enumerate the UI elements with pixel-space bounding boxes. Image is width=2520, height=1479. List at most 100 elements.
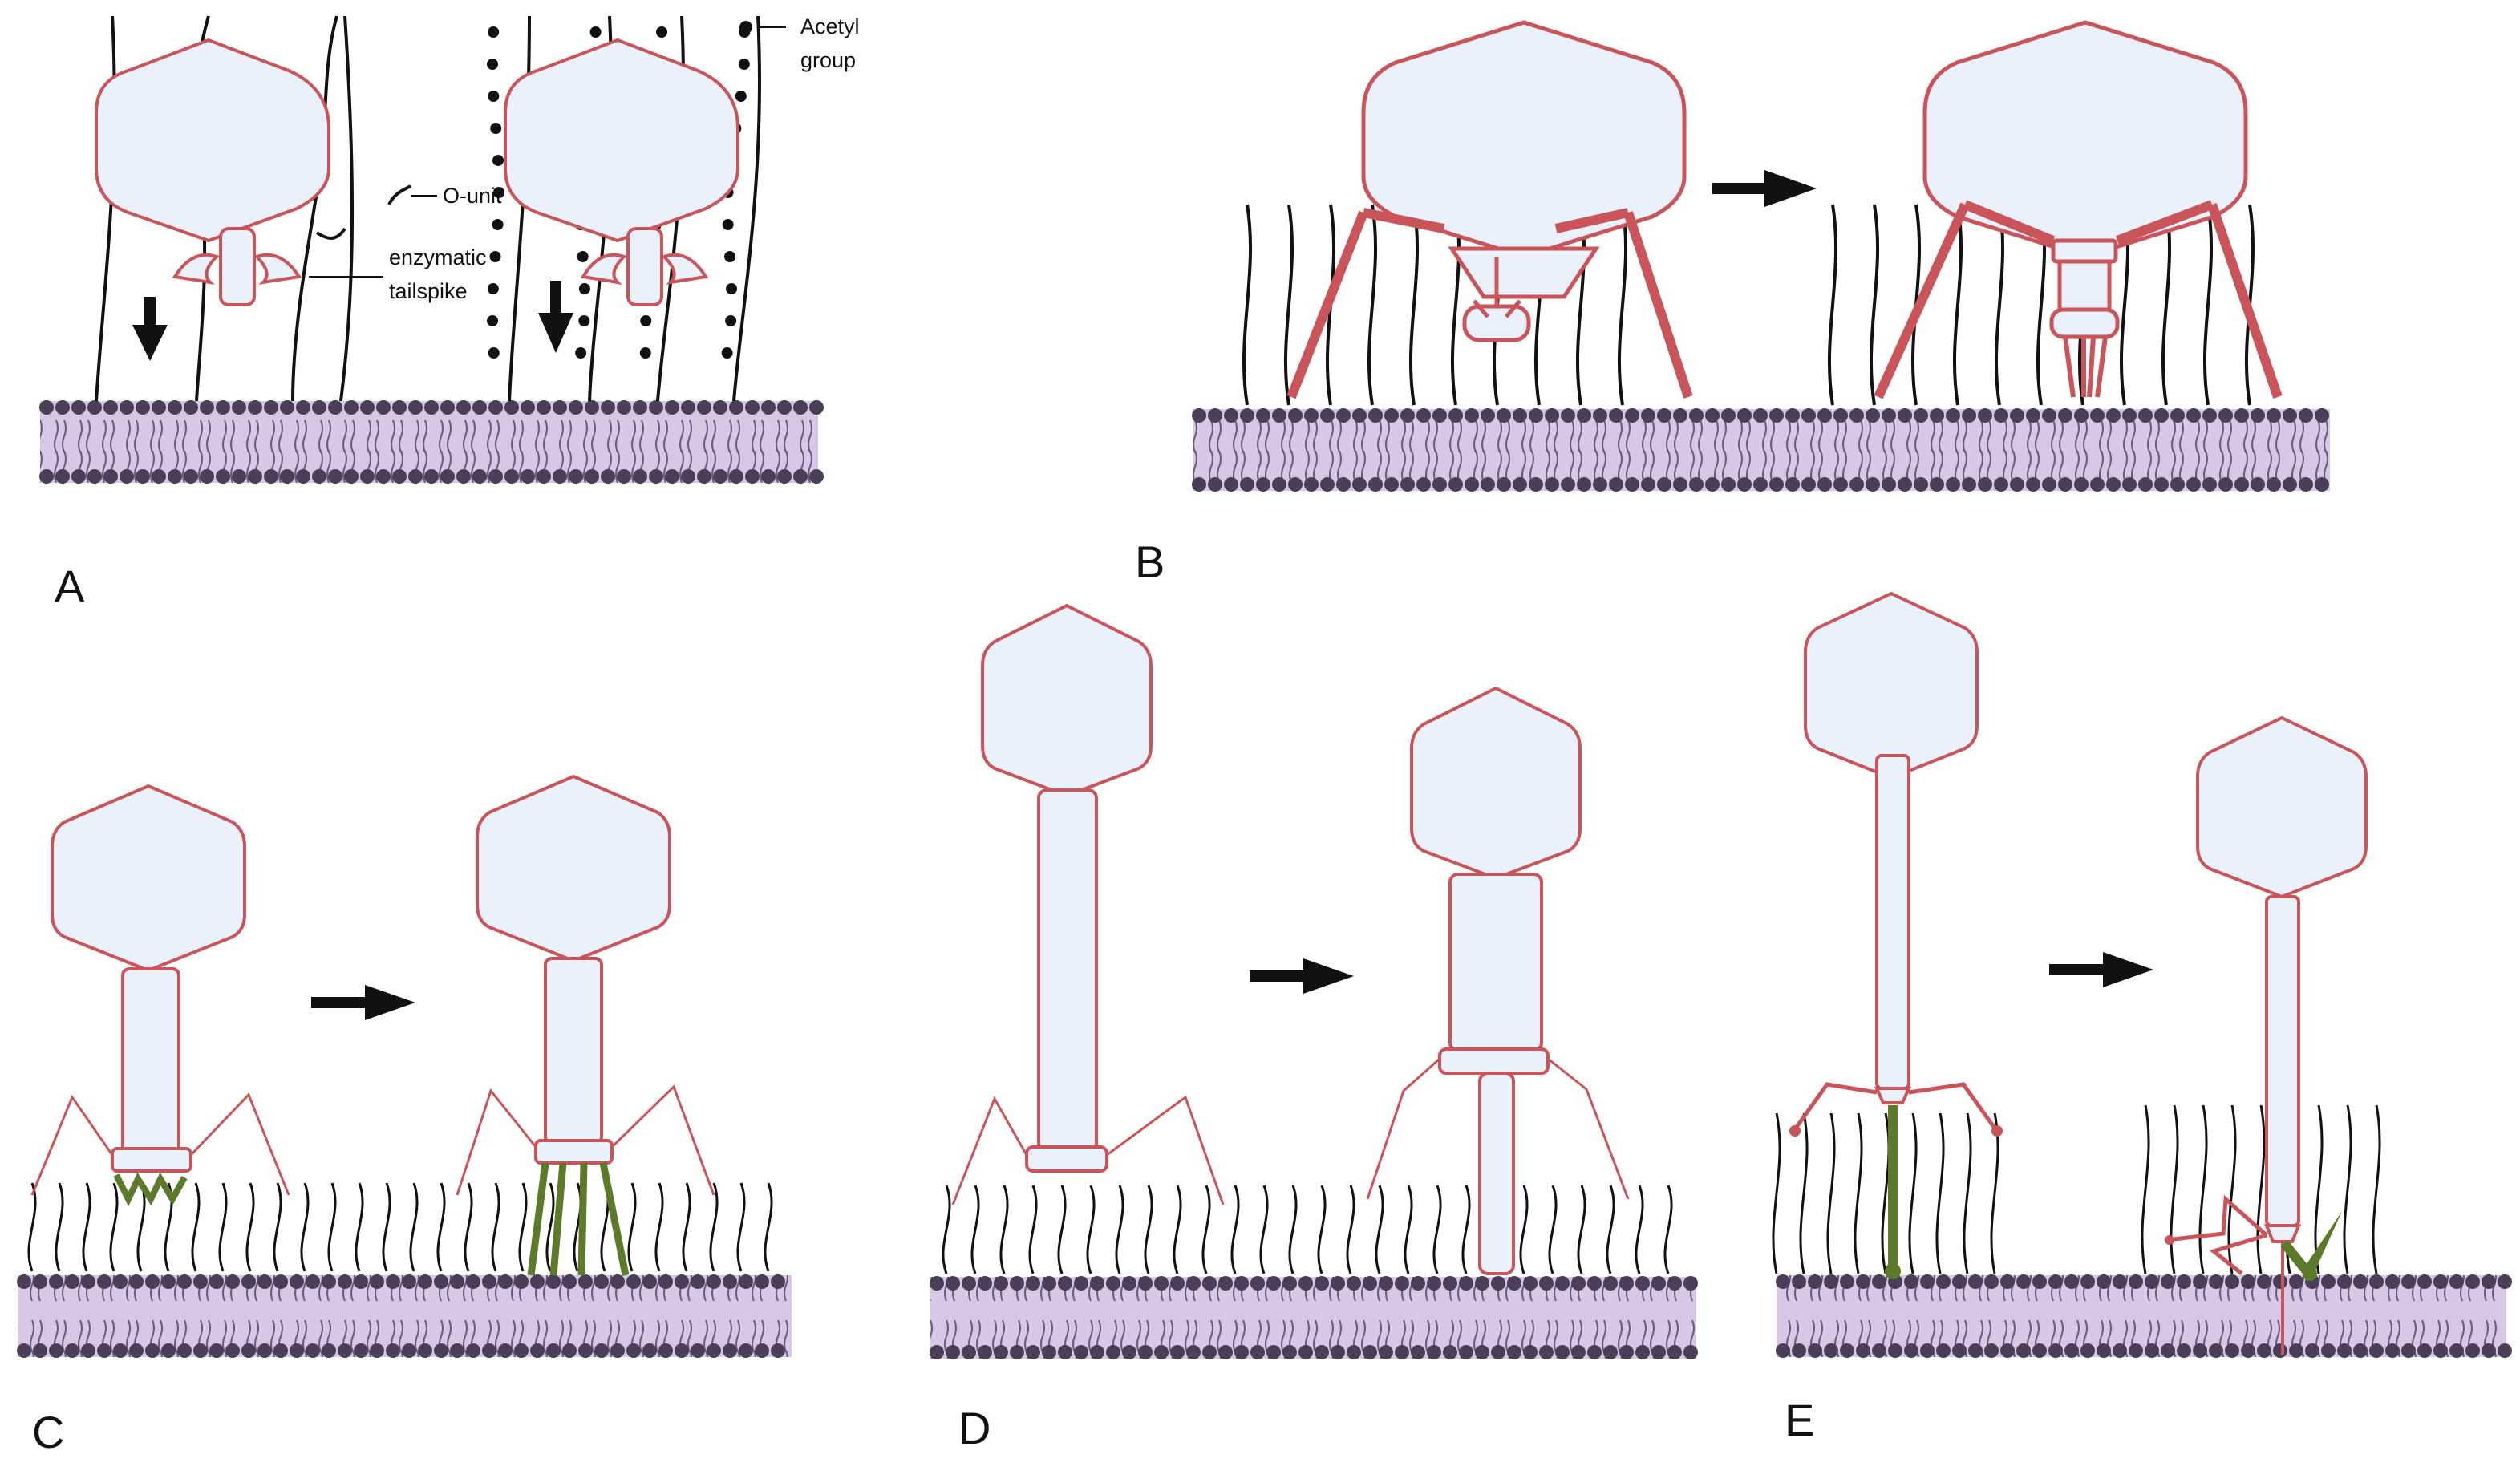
lps-strand bbox=[327, 1182, 337, 1272]
acetyl-group-dot bbox=[578, 283, 590, 294]
phage-icon bbox=[951, 603, 1225, 1205]
lps-strand bbox=[627, 1182, 637, 1272]
lps-strand bbox=[2227, 1104, 2237, 1274]
lps-strand bbox=[2372, 1104, 2381, 1274]
acetyl-group-dot bbox=[589, 26, 602, 38]
lps-strand bbox=[436, 1182, 446, 1272]
lps-strand bbox=[1617, 204, 1628, 406]
lps-strand bbox=[545, 1182, 555, 1272]
lps-strand bbox=[1577, 1185, 1586, 1274]
lps-strand bbox=[1635, 1185, 1644, 1274]
group-label: group bbox=[800, 48, 856, 72]
lps-strand bbox=[409, 1182, 419, 1272]
lps-strand bbox=[2170, 1104, 2179, 1274]
acetyl-group-dot bbox=[721, 347, 733, 359]
panel-letter-d: D bbox=[958, 1403, 991, 1453]
lps-strand bbox=[1854, 1112, 1863, 1274]
lps-strands-b bbox=[1242, 204, 2255, 406]
acetyl-group-dot bbox=[656, 26, 668, 38]
acetyl-group-dot bbox=[575, 347, 587, 359]
phage-icon bbox=[95, 38, 330, 306]
arrow-right-icon bbox=[2049, 952, 2153, 987]
lps-strand bbox=[1990, 1112, 1999, 1274]
lps-strand bbox=[1201, 1185, 1211, 1274]
lps-strand bbox=[1288, 1185, 1298, 1274]
lps-strand bbox=[1827, 204, 1838, 406]
lps-strand bbox=[1952, 204, 1963, 406]
lps-strand bbox=[2141, 1104, 2150, 1274]
lps-strand bbox=[518, 1182, 528, 1272]
phage-icon bbox=[2165, 715, 2368, 1355]
acetyl-group-dot bbox=[639, 347, 651, 359]
lps-strand bbox=[1663, 1185, 1673, 1274]
arrow-right-icon bbox=[1250, 958, 1354, 994]
lps-strand bbox=[654, 1182, 664, 1272]
lps-strand bbox=[1144, 1185, 1153, 1274]
acetyl-group-dot bbox=[640, 315, 652, 326]
lps-strand bbox=[273, 1182, 282, 1272]
acetyl-group-dot bbox=[492, 155, 504, 166]
lps-strand bbox=[1606, 1185, 1615, 1274]
lps-strand bbox=[2161, 204, 2172, 406]
arrow-down-icon bbox=[132, 297, 168, 361]
lps-strand bbox=[300, 1182, 310, 1272]
acetyl-group-dot bbox=[739, 21, 752, 34]
panel-letter-c: C bbox=[32, 1407, 64, 1457]
membrane-icon bbox=[1192, 408, 2330, 492]
lps-strands-d bbox=[942, 1185, 1673, 1274]
lps-strand bbox=[2198, 1104, 2208, 1274]
membranes bbox=[17, 400, 2512, 1359]
panel-e: E bbox=[1785, 591, 2368, 1445]
tailspike-label: tailspike bbox=[389, 279, 468, 303]
acetyl-label: Acetyl bbox=[800, 14, 860, 38]
acetyl-group-dot bbox=[489, 251, 501, 262]
acetyl-group-dot bbox=[487, 283, 499, 294]
lps-strand bbox=[1908, 1112, 1918, 1274]
acetyl-group-dot bbox=[738, 59, 750, 70]
lps-strand bbox=[999, 1185, 1009, 1274]
lps-strand bbox=[95, 15, 116, 402]
lps-strand bbox=[464, 1182, 473, 1272]
acetyl-group-dot bbox=[578, 315, 590, 326]
phage-icon bbox=[456, 774, 715, 1276]
lps-strand bbox=[1881, 1112, 1890, 1274]
phage-icon bbox=[1789, 591, 2003, 1279]
lps-strand bbox=[2343, 1104, 2352, 1274]
arrow-down-icon bbox=[538, 281, 573, 353]
membrane-icon bbox=[930, 1276, 1698, 1359]
lps-strand bbox=[1367, 204, 1378, 406]
acetyl-group-dot bbox=[492, 219, 504, 230]
phage-icon bbox=[1874, 20, 2283, 399]
lps-strand bbox=[1057, 1185, 1067, 1274]
lps-strand bbox=[1799, 1112, 1809, 1274]
lps-strand bbox=[970, 1185, 980, 1274]
lps-strand bbox=[382, 1182, 391, 1272]
lps-strand bbox=[1028, 1185, 1038, 1274]
o-unit-label: O-unit bbox=[443, 184, 502, 208]
lps-strand bbox=[218, 1182, 228, 1272]
lps-strand bbox=[1963, 1112, 1972, 1274]
lps-strand bbox=[682, 1182, 691, 1272]
phage-icon bbox=[30, 784, 290, 1207]
enzymatic-label: enzymatic bbox=[389, 245, 487, 269]
lps-strand bbox=[1346, 1185, 1355, 1274]
lps-strand bbox=[1826, 1112, 1836, 1274]
lps-strand bbox=[82, 1182, 91, 1272]
lps-strands bbox=[27, 15, 2381, 1274]
lps-strand bbox=[1548, 1185, 1558, 1274]
arrow-right-icon bbox=[1712, 170, 1817, 207]
lps-strand bbox=[355, 1182, 364, 1272]
acetyl-group-dot bbox=[487, 315, 499, 326]
acetyl-group-dot bbox=[724, 251, 736, 262]
lps-strand bbox=[1935, 1112, 1945, 1274]
lps-strand bbox=[1461, 1185, 1471, 1274]
lps-strand bbox=[764, 1182, 773, 1272]
lps-strand bbox=[1404, 1185, 1413, 1274]
lps-strand bbox=[1432, 1185, 1442, 1274]
lps-strand bbox=[1173, 1185, 1182, 1274]
lps-strand bbox=[1242, 204, 1253, 406]
phage-icon bbox=[1286, 20, 1693, 399]
panel-c: C bbox=[30, 774, 715, 1457]
panel-d: D bbox=[951, 603, 1630, 1453]
